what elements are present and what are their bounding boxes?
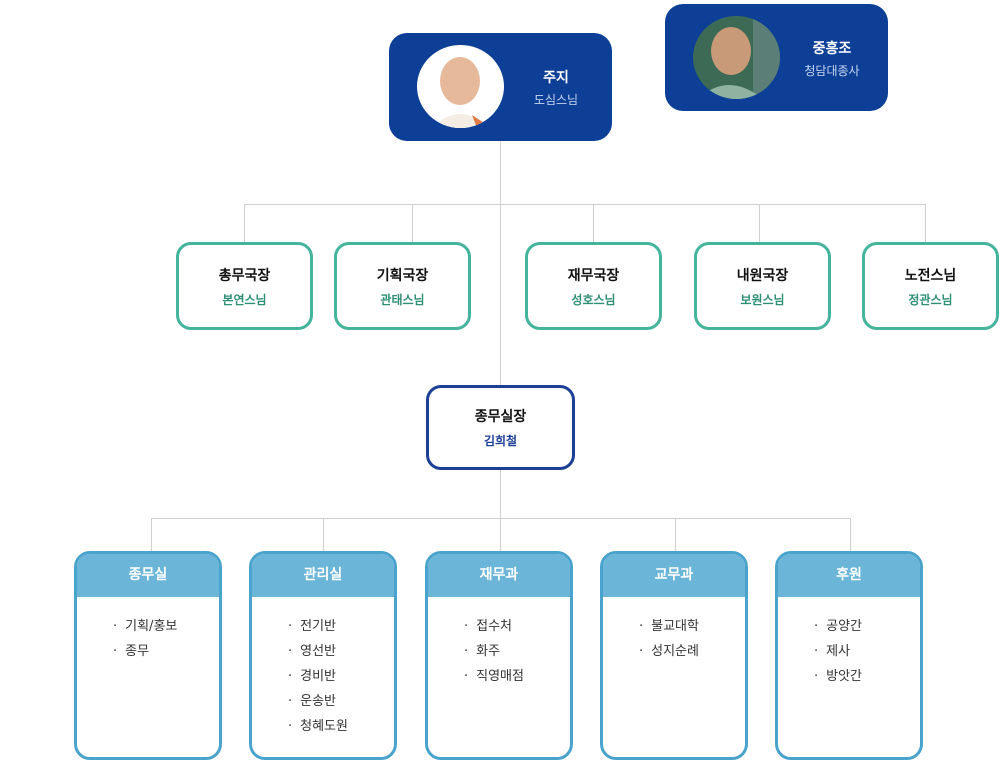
connector-line: [323, 518, 324, 551]
connector-line: [850, 518, 851, 551]
department-title: 재무과: [428, 554, 570, 597]
connector-line: [151, 518, 851, 519]
director-title: 내원국장: [736, 268, 789, 284]
office-head-card: 종무실장 김희철: [426, 385, 575, 470]
abbot-title: 주지: [543, 70, 569, 86]
abbot-card: 주지 도심스님: [389, 33, 612, 141]
department-card: 관리실 전기반영선반경비반운송반청혜도원: [249, 551, 397, 760]
founder-title: 중흥조: [812, 41, 852, 57]
abbot-name: 도심스님: [533, 93, 579, 107]
director-title: 재무국장: [567, 268, 620, 284]
department-title: 교무과: [603, 554, 745, 597]
office-head-name: 김희철: [483, 434, 518, 448]
director-name: 본연스님: [222, 293, 267, 307]
department-card: 교무과 불교대학성지순례: [600, 551, 748, 760]
founder-photo: [693, 16, 780, 99]
department-title: 종무실: [77, 554, 219, 597]
director-title: 노전스님: [904, 268, 957, 284]
connector-line: [412, 204, 413, 242]
founder-name: 청담대종사: [804, 64, 860, 78]
connector-line: [759, 204, 760, 242]
department-card: 재무과 접수처화주직영매점: [425, 551, 573, 760]
connector-line: [593, 204, 594, 242]
department-title: 후원: [778, 554, 920, 597]
department-item: 화주: [464, 639, 570, 664]
connector-line: [151, 518, 152, 551]
director-name: 관태스님: [380, 293, 425, 307]
connector-line: [500, 141, 501, 385]
department-card: 후원 공양간제사방앗간: [775, 551, 923, 760]
department-item: 불교대학: [639, 614, 745, 639]
department-item: 영선반: [288, 639, 394, 664]
department-item: 기획/홍보: [113, 614, 219, 639]
connector-line: [675, 518, 676, 551]
department-item: 성지순례: [639, 639, 745, 664]
department-item: 운송반: [288, 689, 394, 714]
director-name: 정관스님: [908, 293, 953, 307]
department-item: 공양간: [814, 614, 920, 639]
department-item: 청혜도원: [288, 714, 394, 739]
connector-line: [925, 204, 926, 242]
director-name: 보원스님: [740, 293, 785, 307]
department-card: 종무실 기획/홍보종무: [74, 551, 222, 760]
director-title: 총무국장: [218, 268, 271, 284]
department-item: 접수처: [464, 614, 570, 639]
department-item: 전기반: [288, 614, 394, 639]
department-item: 직영매점: [464, 664, 570, 689]
department-title: 관리실: [252, 554, 394, 597]
abbot-photo: [417, 45, 504, 128]
department-item: 종무: [113, 639, 219, 664]
connector-line: [244, 204, 245, 242]
director-title: 기획국장: [376, 268, 429, 284]
connector-line: [244, 204, 926, 205]
department-item: 경비반: [288, 664, 394, 689]
founder-card: 중흥조 청담대종사: [665, 4, 888, 111]
director-name: 성호스님: [571, 293, 616, 307]
office-head-title: 종무실장: [474, 409, 527, 425]
department-item: 방앗간: [814, 664, 920, 689]
department-item: 제사: [814, 639, 920, 664]
connector-line: [500, 470, 501, 551]
